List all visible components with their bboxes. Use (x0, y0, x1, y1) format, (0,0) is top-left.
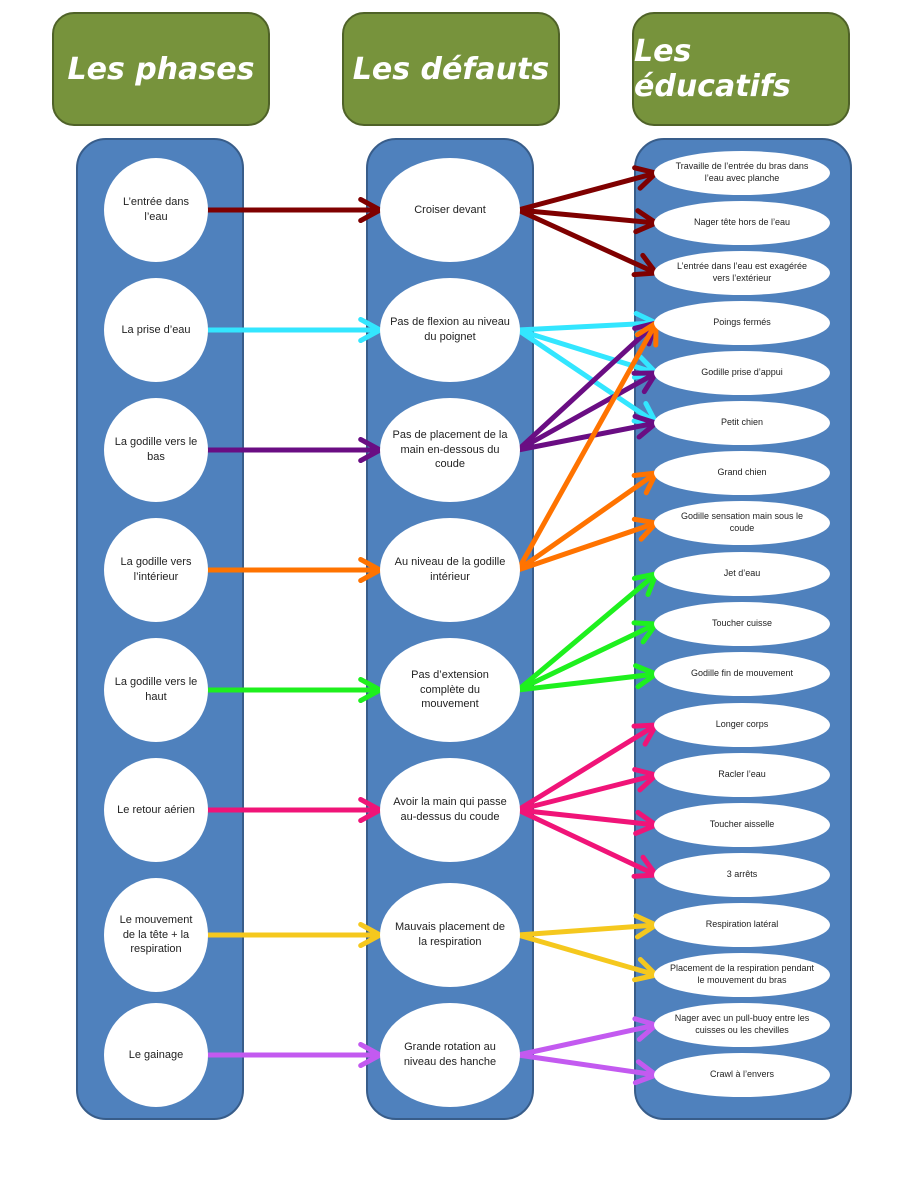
educatif-arrow (515, 913, 659, 940)
phase-node: La prise d’eau (104, 278, 208, 382)
phase-node: La godille vers le haut (104, 638, 208, 742)
phase-arrow (205, 1041, 383, 1069)
defaut-node: Grande rotation au niveau des hanche (380, 1003, 520, 1107)
educatif-node: Crawl à l’envers (654, 1053, 830, 1097)
educatif-node: L’entrée dans l’eau est exagérée vers l’… (654, 251, 830, 295)
educatif-node: Longer corps (654, 703, 830, 747)
phase-arrow (205, 196, 383, 224)
header-educatifs: Les éducatifs (632, 12, 850, 126)
defaut-node: Mauvais placement de la respiration (380, 883, 520, 987)
defaut-node: Avoir la main qui passe au-dessus du cou… (380, 758, 520, 862)
phase-node: L’entrée dans l’eau (104, 158, 208, 262)
phase-node: La godille vers le bas (104, 398, 208, 502)
educatif-node: Godille prise d’appui (654, 351, 830, 395)
educatif-node: Racler l’eau (654, 753, 830, 797)
educatif-arrow (515, 1016, 659, 1058)
defaut-node: Pas de placement de la main en-dessous d… (380, 398, 520, 502)
educatif-node: Respiration latéral (654, 903, 830, 947)
educatif-node: Godille sensation main sous le coude (654, 501, 830, 545)
educatif-arrow (515, 165, 659, 213)
educatif-arrow (515, 1052, 659, 1086)
header-phases: Les phases (52, 12, 270, 126)
educatif-node: Grand chien (654, 451, 830, 495)
educatif-arrow (515, 327, 659, 380)
educatif-arrow (515, 310, 659, 338)
defaut-node: Croiser devant (380, 158, 520, 262)
educatif-node: Poings fermés (654, 301, 830, 345)
defaut-node: Pas de flexion au niveau du poignet (380, 278, 520, 382)
defaut-node: Au niveau de la godille intérieur (380, 518, 520, 622)
phase-arrow (205, 796, 383, 824)
phase-arrow (205, 436, 383, 464)
educatif-arrow (515, 932, 659, 983)
phase-node: Le gainage (104, 1003, 208, 1107)
educatif-node: Nager avec un pull-buoy entre les cuisse… (654, 1003, 830, 1047)
phase-arrow (205, 556, 383, 584)
educatif-node: Toucher aisselle (654, 803, 830, 847)
educatif-arrow (515, 767, 659, 813)
phase-arrow (205, 676, 383, 704)
header-defauts: Les défauts (342, 12, 560, 126)
educatif-node: Jet d’eau (654, 552, 830, 596)
defaut-node: Pas d’extension complète du mouvement (380, 638, 520, 742)
phase-arrow (205, 316, 383, 344)
educatif-node: Petit chien (654, 401, 830, 445)
educatif-node: Travaille de l’entrée du bras dans l’eau… (654, 151, 830, 195)
phase-arrow (205, 921, 383, 949)
educatif-node: Godille fin de mouvement (654, 652, 830, 696)
educatif-node: Nager tête hors de l’eau (654, 201, 830, 245)
educatif-node: Toucher cuisse (654, 602, 830, 646)
phase-node: Le retour aérien (104, 758, 208, 862)
educatif-node: Placement de la respiration pendant le m… (654, 953, 830, 997)
educatif-node: 3 arrêts (654, 853, 830, 897)
phase-node: La godille vers l’intérieur (104, 518, 208, 622)
educatif-arrow (515, 516, 659, 573)
phase-node: Le mouvement de la tête + la respiration (104, 878, 208, 992)
